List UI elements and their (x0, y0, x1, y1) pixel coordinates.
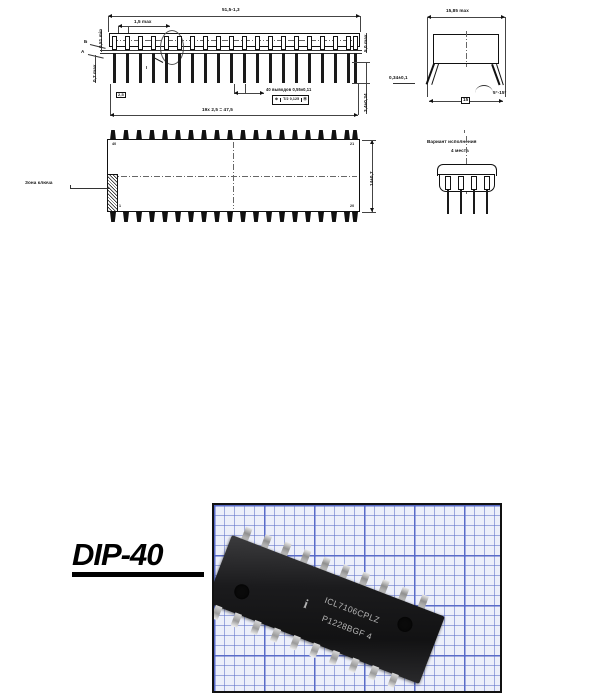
overall-length-label: 51,5-1,3 (222, 7, 240, 12)
ext-line-left (108, 16, 109, 32)
pin-number-21: 21 (350, 142, 355, 146)
gdt-feature-frame: ⊕ T/2 0,125 Ⓜ (272, 95, 309, 105)
dim-arrow-left (108, 14, 112, 18)
lead-angle-label: 5°-15° (493, 90, 507, 95)
chain-dim-label-group: 19х 2,5 = 47,5 (200, 107, 235, 113)
key-zone-hatch (107, 174, 118, 212)
chain-dim-label: 19х 2,5 = 47,5 (202, 107, 233, 112)
body-width-ext-b (362, 212, 376, 213)
gdt-symbol: ⊕ (273, 98, 282, 102)
standoff-max-label: 0,7 max (92, 64, 97, 82)
row-span-ext-l (427, 17, 428, 97)
body-height-label: 5,0 max (363, 34, 368, 52)
basic-arrow-r (499, 99, 503, 103)
chain-ext-r (358, 84, 359, 115)
lead-span-arrow-left (118, 24, 122, 28)
lead-span-dim-line (118, 26, 170, 27)
detail-body-top (437, 164, 497, 176)
dim-arrow-right (356, 14, 360, 18)
body-width-ext-t (362, 140, 376, 141)
row-span-ext-r (505, 17, 506, 97)
end-view-drawing: 15,85 max 5°-15° 0,34±0,1 15 (389, 0, 600, 128)
lead-length-ref-line-2 (352, 83, 370, 84)
lead-thickness-leader (393, 83, 415, 84)
pin-number-20: 20 (350, 204, 355, 208)
standoff-dim-line (101, 30, 102, 52)
pitch-ext-r (245, 84, 246, 93)
pitch-arrow-r (260, 91, 264, 95)
chain-arrow-l (110, 113, 114, 117)
section-label-a: А (81, 49, 85, 54)
lead-length-ref-line (352, 62, 370, 63)
lead-angle-arc (475, 85, 493, 93)
page-title: DIP-40 (72, 537, 163, 572)
lead-length-label: 3,4±0,34 (363, 93, 368, 112)
detail-body-bottom (439, 175, 495, 192)
pitch-dim-line (234, 93, 264, 94)
row-span-basic-label: 15 (461, 97, 471, 104)
side-view-drawing: 51,5-1,3 1,5 max I (0, 0, 400, 128)
detail-I-caption-1: Вариант исполнения (427, 139, 477, 144)
detail-I-caption-2: 4 места (451, 148, 469, 153)
gdt-modifier: Ⓜ (301, 97, 307, 102)
chain-ext-l (110, 84, 111, 115)
chain-arrow-r (354, 113, 358, 117)
key-zone-leader-tick (70, 185, 71, 189)
body-width-label: 14±0,7 (369, 171, 374, 186)
body-width-dim-line (372, 140, 373, 212)
title-underline (72, 572, 204, 577)
body-centerline (112, 40, 357, 41)
detail-I-drawing: I Вариант исполнения 4 места (405, 128, 600, 240)
product-photo-block: DIP-40 (0, 245, 600, 693)
standoff-max-dim-line (95, 55, 96, 83)
pitch-arrow-l (234, 91, 238, 95)
lead-span-arrow-right (166, 24, 170, 28)
detail-body-seam (437, 174, 495, 176)
section-label-b: Б (84, 39, 88, 44)
pin-number-1: 1 (119, 204, 122, 208)
pin-number-40: 40 (112, 142, 117, 146)
bottom-view-centerline-v (233, 142, 234, 209)
body-width-arrow-d (370, 208, 374, 212)
row-span-arrow-l (427, 15, 431, 19)
key-zone-leader (70, 188, 110, 189)
end-view-centerline (466, 31, 467, 67)
row-span-arrow-r (501, 15, 505, 19)
seating-min-label: 0,51 min (98, 28, 103, 48)
lead-width-boxed-label: 2,5 (116, 92, 126, 98)
product-photo: i ICL7106CPLZ P1228BGF 4 (212, 503, 502, 693)
detail-I-callout: I (464, 129, 466, 134)
bottom-view-drawing: Зона ключа 40 21 1 20 14±0,7 (0, 128, 400, 240)
row-span-dim-line (427, 17, 505, 18)
lead-thickness-label: 0,34±0,1 (389, 75, 408, 80)
row-span-max-label: 15,85 max (446, 8, 469, 13)
body-width-arrow-u (370, 140, 374, 144)
pitch-ext-l (234, 84, 235, 93)
key-zone-label: Зона ключа (25, 180, 53, 185)
seating-plane-line (100, 50, 362, 51)
basic-arrow-l (429, 99, 433, 103)
gdt-tolerance: T/2 0,125 (283, 97, 300, 102)
lead-length-dim-line (366, 62, 367, 114)
ext-line-right (360, 16, 361, 32)
detail-callout-ellipse (160, 30, 184, 65)
overall-length-dim-line (108, 16, 360, 17)
pitch-note-label: 40 выводов 0,55±0,11 (266, 87, 312, 92)
body-height-dim-line (366, 33, 367, 53)
chain-dim-line (110, 115, 358, 116)
lead-span-label: 1,5 max (134, 19, 152, 24)
detail-callout-label: I (146, 65, 148, 70)
